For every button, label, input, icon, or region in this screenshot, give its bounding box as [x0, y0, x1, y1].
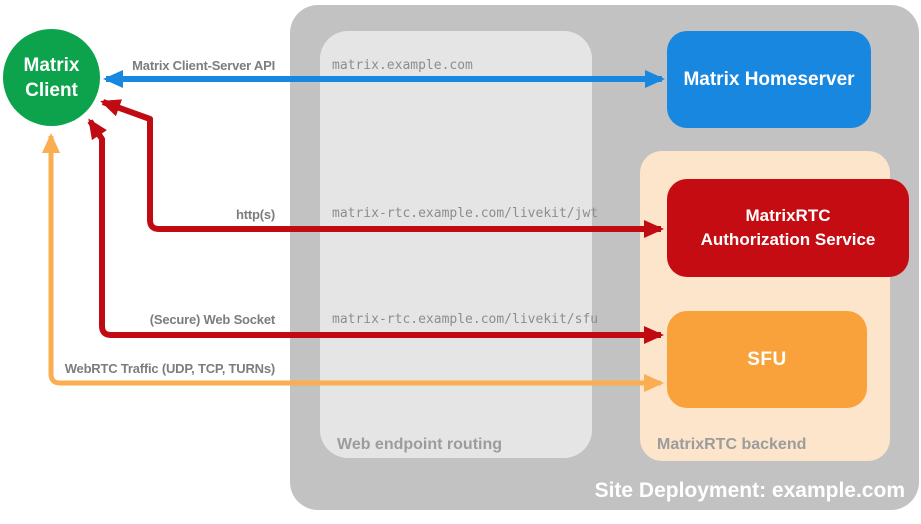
- endpoint-livekit-jwt: matrix-rtc.example.com/livekit/jwt: [332, 206, 599, 221]
- matrixrtc-backend-caption: MatrixRTC backend: [657, 436, 807, 453]
- sfu-label: SFU: [747, 348, 787, 370]
- web-endpoint-routing-caption: Web endpoint routing: [337, 436, 503, 453]
- websocket-label: (Secure) Web Socket: [149, 312, 275, 327]
- webrtc-traffic-label: WebRTC Traffic (UDP, TCP, TURNs): [64, 361, 275, 376]
- matrix-homeserver-node: Matrix Homeserver: [667, 31, 871, 128]
- matrix-client-label: Matrix Client: [23, 54, 80, 101]
- matrix-homeserver-label: Matrix Homeserver: [683, 68, 855, 90]
- endpoint-homeserver: matrix.example.com: [332, 58, 473, 73]
- matrixrtc-authorization-service-label: MatrixRTC Authorization Service: [700, 206, 876, 249]
- client-server-api-label: Matrix Client-Server API: [132, 58, 275, 73]
- matrix-client-node: Matrix Client: [3, 29, 100, 126]
- sfu-node: SFU: [667, 311, 867, 408]
- site-deployment-caption: Site Deployment: example.com: [594, 479, 905, 502]
- web-endpoint-routing-panel: [320, 31, 592, 458]
- https-label: http(s): [235, 207, 275, 222]
- matrixrtc-authorization-service-node: MatrixRTC Authorization Service: [667, 179, 909, 277]
- endpoint-livekit-sfu: matrix-rtc.example.com/livekit/sfu: [332, 312, 599, 327]
